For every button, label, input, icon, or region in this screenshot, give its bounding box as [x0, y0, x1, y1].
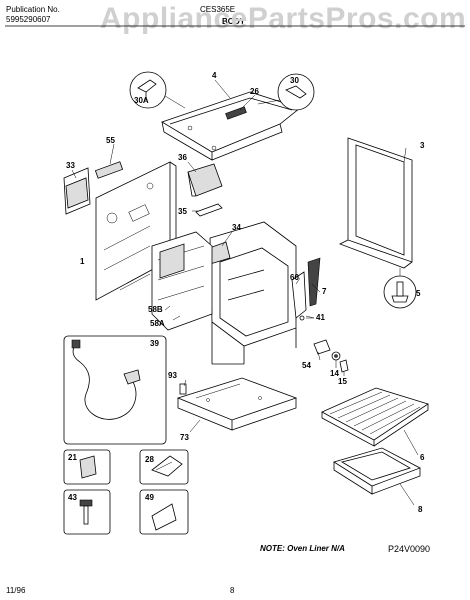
leader-lines: [71, 79, 419, 506]
callout-26: 26: [250, 87, 259, 96]
footer-date: 11/96: [6, 586, 26, 595]
part-21-box: [63, 449, 111, 485]
callout-35: 35: [178, 207, 187, 216]
callout-41: 41: [316, 313, 325, 322]
callout-58B: 58B: [148, 305, 163, 314]
part-side-panel: [339, 137, 413, 269]
part-30A-clip: [129, 71, 186, 109]
callout-30A: 30A: [134, 96, 149, 105]
callout-30: 30: [290, 76, 299, 85]
part-35-plate: [195, 203, 223, 217]
part-door-hinge-group: [291, 257, 321, 321]
callout-15: 15: [338, 377, 347, 386]
page-number: 8: [230, 586, 235, 595]
part-49-box: [139, 489, 189, 535]
part-insulation-58A-58B: [151, 231, 213, 331]
callout-34: 34: [232, 223, 241, 232]
part-28-box: [139, 449, 189, 485]
part-oven-body-frame: [209, 221, 297, 365]
part-54-14-15: [313, 339, 349, 373]
callout-36: 36: [178, 153, 187, 162]
watermark: AppliancePartsPros.com: [100, 2, 467, 35]
callout-54: 54: [302, 361, 311, 370]
callout-8: 8: [418, 505, 423, 514]
callout-49: 49: [145, 493, 154, 502]
callout-93: 93: [168, 371, 177, 380]
callout-60: 60: [290, 273, 299, 282]
callout-5: 5: [416, 289, 421, 298]
part-33-block: [63, 167, 91, 215]
callout-6: 6: [420, 453, 425, 462]
callout-1: 1: [80, 257, 85, 266]
callout-14: 14: [330, 369, 339, 378]
callout-3: 3: [420, 141, 425, 150]
part-power-cord-box: [63, 335, 167, 445]
oven-liner-note: NOTE: Oven Liner N/A: [260, 544, 345, 553]
callout-73: 73: [180, 433, 189, 442]
part-broil-pan: [333, 447, 421, 495]
part-top-panel: [161, 91, 301, 161]
part-30-clip: [257, 73, 315, 111]
callout-21: 21: [68, 453, 77, 462]
publication-label: Publication No.: [6, 5, 60, 14]
part-oven-rack: [321, 387, 429, 447]
part-43-box: [63, 489, 111, 535]
callout-33: 33: [66, 161, 75, 170]
callout-4: 4: [212, 71, 217, 80]
part-36-bracket: [187, 163, 223, 197]
model-number: CES365E: [200, 5, 236, 14]
part-leveling-leg: [383, 268, 417, 309]
callout-39: 39: [150, 339, 159, 348]
part-bottom-tray: [176, 377, 298, 431]
diagram-code: P24V0090: [388, 544, 431, 554]
part-callouts: 4 30A 30 26 3 55 33 36 35 34 1 60 7 5 58…: [66, 71, 425, 514]
callout-28: 28: [145, 455, 154, 464]
part-93: [179, 383, 187, 395]
callout-55: 55: [106, 136, 115, 145]
callout-58A: 58A: [150, 319, 165, 328]
section-title: BODY: [222, 17, 246, 26]
callout-43: 43: [68, 493, 77, 502]
publication-number: 5995290607: [6, 15, 51, 24]
part-55: [94, 161, 124, 179]
callout-7: 7: [322, 287, 327, 296]
